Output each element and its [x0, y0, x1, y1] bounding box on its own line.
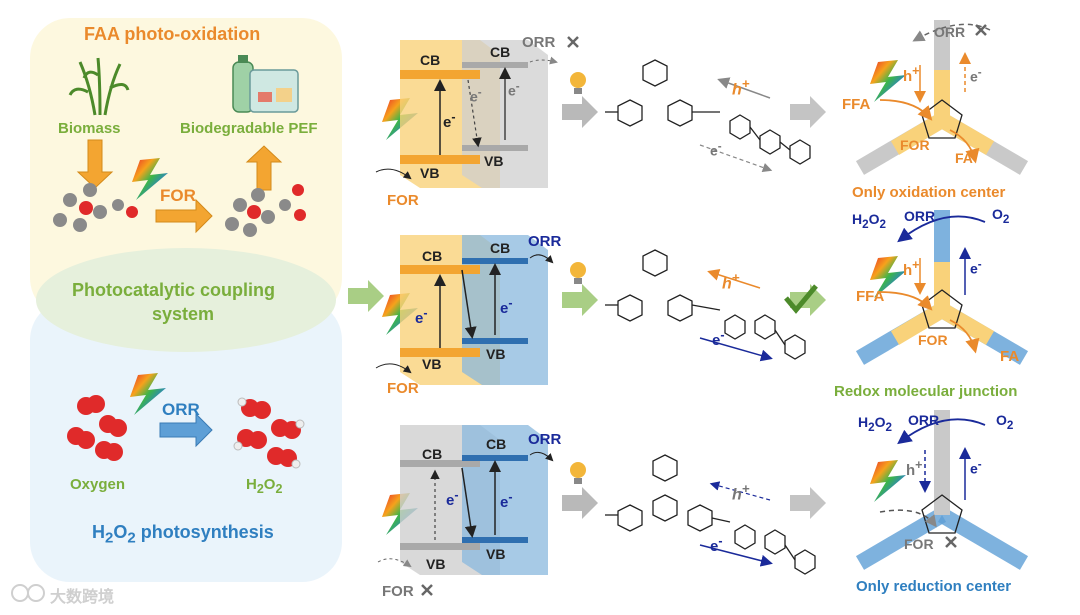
electron-mid-r3: e- [710, 534, 723, 555]
electron-mid-r2: e- [712, 328, 725, 349]
vb-label-r2b: VB [486, 346, 506, 362]
electron-r1b: e- [470, 86, 482, 105]
fa-r1: FA [955, 150, 973, 166]
hole-r2: h+ [722, 270, 740, 293]
orr-right-r2: ORR [904, 208, 936, 224]
orr-r2: ORR [528, 233, 562, 250]
band-structure-row3 [377, 425, 554, 575]
h2o2-title: H2O2 photosynthesis [92, 522, 274, 547]
cb-label-r3b: CB [486, 436, 507, 452]
watermark-logo [11, 584, 45, 602]
electron-r3b: e- [500, 490, 513, 511]
hole-right-r3: h+ [906, 458, 923, 479]
for-right-r3: FOR [904, 536, 934, 552]
center-label-r2: Redox molecular junction [834, 383, 1018, 400]
orr-right-r3: ORR [908, 412, 940, 428]
center-label-r3: Only reduction center [856, 578, 1012, 595]
ffa-r1: FFA [842, 96, 871, 113]
vb-label-r3a: VB [426, 556, 446, 572]
band-structure-row1 [375, 40, 558, 188]
faa-title: FAA photo-oxidation [84, 24, 261, 44]
biomass-icon [68, 57, 130, 116]
coupling-arrow [348, 280, 384, 312]
molecule-structures-middle [605, 59, 816, 575]
star-structure-row1 [855, 20, 1029, 175]
o2-right-r3: O2 [996, 412, 1014, 432]
h2o2-label-left: H2O2 [246, 476, 283, 496]
vb-label-r1b: VB [484, 153, 504, 169]
electron-mid-r1: e- [710, 140, 722, 159]
cb-label-r1a: CB [420, 52, 441, 68]
coupling-line1: Photocatalytic coupling [72, 280, 276, 300]
transition-arrows [562, 96, 826, 519]
for-label-left: FOR [160, 186, 196, 205]
star-structure-row2 [855, 210, 1029, 365]
hole-right-r2: h+ [903, 258, 920, 279]
hole-r3: h+ [732, 481, 750, 504]
for-r2: FOR [387, 380, 419, 397]
electron-r2b: e- [500, 296, 513, 317]
o2-right-r2: O2 [992, 206, 1010, 226]
electron-right-r3: e- [970, 458, 982, 477]
cb-label-r2a: CB [422, 248, 443, 264]
fa-r2: FA [1000, 348, 1020, 365]
electron-r2a: e- [415, 306, 428, 327]
pef-label: Biodegradable PEF [180, 120, 318, 137]
for-r3: FOR [382, 583, 414, 600]
oxygen-molecules [67, 395, 127, 461]
electron-r1c: e- [508, 80, 520, 99]
orr-r3: ORR [528, 431, 562, 448]
cross-icons [421, 24, 987, 596]
hole-right-r1: h+ [903, 64, 920, 85]
h2o2-right-r3: H2O2 [858, 414, 892, 434]
coupling-line2: system [152, 304, 215, 324]
star-structure-row3 [855, 410, 1029, 570]
electron-r1a: e- [443, 110, 456, 131]
hole-r1: h+ [732, 76, 750, 99]
check-icon [784, 284, 818, 314]
oxygen-label: Oxygen [70, 476, 126, 493]
orr-right-r1: ORR [934, 24, 966, 40]
vb-label-r3b: VB [486, 546, 506, 562]
electron-r3a: e- [446, 488, 459, 509]
ffa-r2: FFA [856, 288, 885, 305]
electron-right-r2: e- [970, 258, 982, 277]
charge-arrows-middle [699, 77, 773, 567]
center-label-r1: Only oxidation center [852, 184, 1006, 201]
electron-right-r1: e- [970, 66, 982, 85]
band-structure-row2 [375, 235, 554, 385]
h2o2-right-r2: H2O2 [852, 211, 886, 231]
cb-label-r1b: CB [490, 44, 511, 60]
vb-label-r1a: VB [420, 165, 440, 181]
cb-label-r3a: CB [422, 446, 443, 462]
furan-molecules [53, 183, 306, 237]
left-arrows [76, 139, 283, 448]
lightbulb-icons [570, 72, 586, 484]
pef-icon [232, 55, 299, 113]
cb-label-r2b: CB [490, 240, 511, 256]
for-right-r2: FOR [918, 332, 948, 348]
biomass-label: Biomass [58, 120, 121, 137]
for-right-r1: FOR [900, 137, 930, 153]
vb-label-r2a: VB [422, 356, 442, 372]
h2o2-molecules [233, 397, 305, 469]
watermark-text: 大数跨境 [50, 589, 115, 606]
for-r1: FOR [387, 192, 419, 209]
orr-label-left: ORR [162, 400, 200, 419]
orr-r1: ORR [522, 34, 556, 51]
